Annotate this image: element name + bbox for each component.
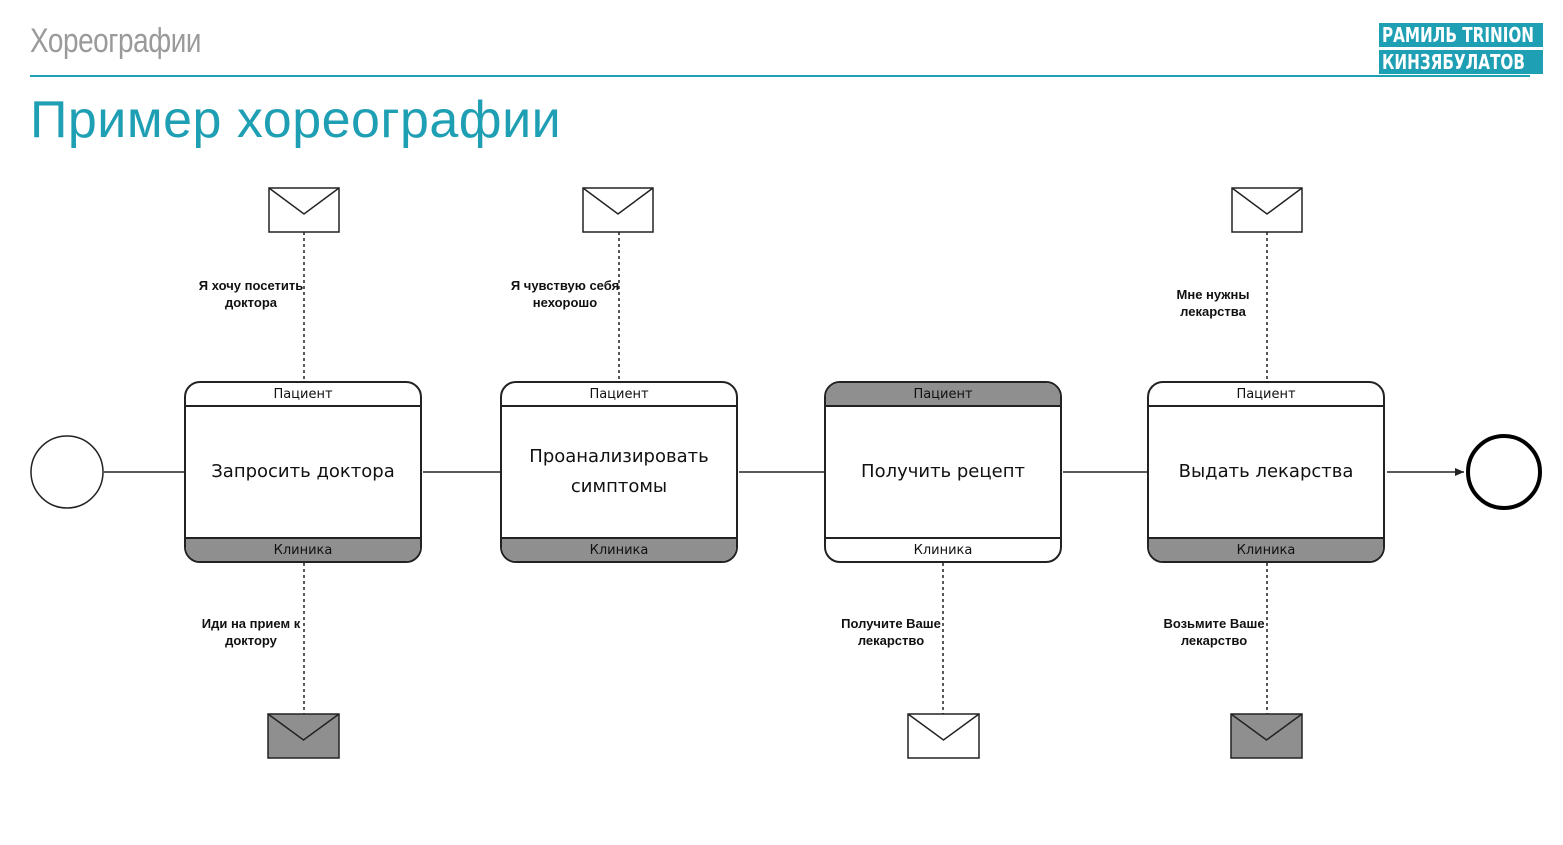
logo-line-2: КИНЗЯБУЛАТОВ (1379, 50, 1543, 74)
end-event-icon (1466, 434, 1542, 510)
envelope-icon (582, 187, 654, 233)
task-name: Выдать лекарства (1178, 461, 1354, 482)
choreography-task: Пациент Запросить доктора Клиника (184, 381, 422, 563)
brand-logo: РАМИЛЬ TRINION КИНЗЯБУЛАТОВ (1379, 23, 1543, 77)
envelope-icon (907, 713, 980, 759)
message-label: Иди на прием к доктору (201, 616, 301, 648)
header-divider (30, 75, 1530, 77)
envelope-icon (1231, 187, 1303, 233)
task-bottom-participant: Клиника (826, 537, 1060, 561)
logo-line-1: РАМИЛЬ TRINION (1379, 23, 1543, 47)
message-label: Мне нужны лекарства (1176, 287, 1250, 319)
envelope-icon (267, 713, 340, 759)
envelope-icon (1230, 713, 1303, 759)
choreography-task: Пациент Проанализировать симптомы Клиник… (500, 381, 738, 563)
task-name: Проанализировать симптомы (529, 446, 709, 497)
page-title: Пример хореографии (30, 91, 562, 149)
message-label: Получите Ваше лекарство (841, 616, 941, 648)
task-name: Запросить доктора (211, 461, 395, 482)
task-bottom-participant: Клиника (186, 537, 420, 561)
envelope-icon (268, 187, 340, 233)
message-label: Я хочу посетить доктора (198, 278, 304, 310)
task-top-participant: Пациент (186, 383, 420, 407)
choreography-task: Пациент Получить рецепт Клиника (824, 381, 1062, 563)
task-bottom-participant: Клиника (1149, 537, 1383, 561)
task-name: Получить рецепт (861, 461, 1025, 482)
message-label: Я чувствую себя нехорошо (510, 278, 620, 310)
task-top-participant: Пациент (1149, 383, 1383, 407)
task-top-participant: Пациент (826, 383, 1060, 407)
task-bottom-participant: Клиника (502, 537, 736, 561)
choreography-task: Пациент Выдать лекарства Клиника (1147, 381, 1385, 563)
start-event-icon (30, 435, 104, 509)
task-top-participant: Пациент (502, 383, 736, 407)
message-label: Возьмите Ваше лекарство (1163, 616, 1265, 648)
section-title: Хореографии (30, 22, 202, 60)
